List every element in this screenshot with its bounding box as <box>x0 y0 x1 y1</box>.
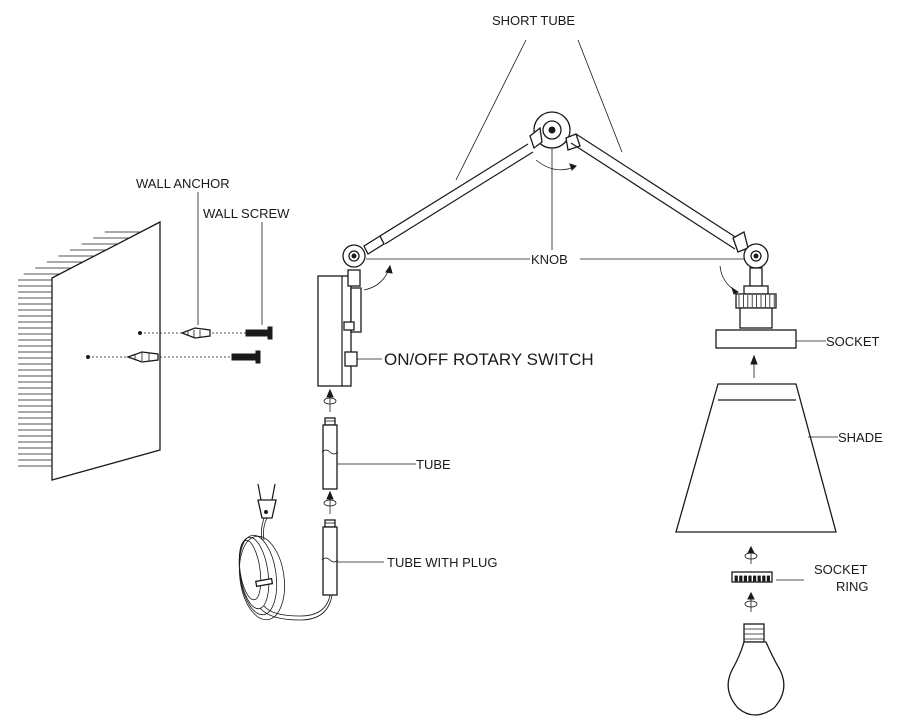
lower-arm-tube <box>379 143 534 245</box>
light-bulb <box>727 623 785 716</box>
mount-box <box>317 275 362 387</box>
socket-ring-label-line2: RING <box>836 579 869 594</box>
socket-ring-label-line1: SOCKET <box>814 562 868 577</box>
wall-screw-upper <box>212 326 273 340</box>
socket-top <box>715 285 797 349</box>
tube-label: TUBE <box>416 457 451 472</box>
shade-label: SHADE <box>838 430 883 445</box>
knob-label: KNOB <box>531 252 568 267</box>
power-cord <box>238 517 333 621</box>
upper-arm-tube <box>570 133 741 250</box>
rotate-arrow-upper <box>744 545 758 564</box>
wall-screw-label: WALL SCREW <box>203 206 290 221</box>
rotate-arrow-tube-mid <box>323 490 337 514</box>
plug <box>257 483 277 519</box>
short-tube-label: SHORT TUBE <box>492 13 575 28</box>
wall-anchor-lower <box>86 351 159 363</box>
socket-ring <box>731 571 773 583</box>
wall-anchor-upper <box>138 327 211 339</box>
tube <box>321 417 339 490</box>
shade <box>675 383 837 533</box>
left-joint <box>342 235 385 287</box>
right-joint <box>732 231 769 289</box>
socket-label: SOCKET <box>826 334 880 349</box>
rotate-arrow-lower <box>744 591 758 612</box>
top-knob-joint <box>529 111 581 151</box>
on-off-switch-label: ON/OFF ROTARY SWITCH <box>384 350 594 369</box>
wall-screw-lower <box>160 350 261 364</box>
rotary-switch <box>344 351 358 367</box>
tube-with-plug <box>321 519 339 596</box>
wall <box>18 220 161 481</box>
rotate-arrow-tube-top <box>323 388 337 412</box>
wall-anchor-label: WALL ANCHOR <box>136 176 230 191</box>
tube-with-plug-label: TUBE WITH PLUG <box>387 555 498 570</box>
